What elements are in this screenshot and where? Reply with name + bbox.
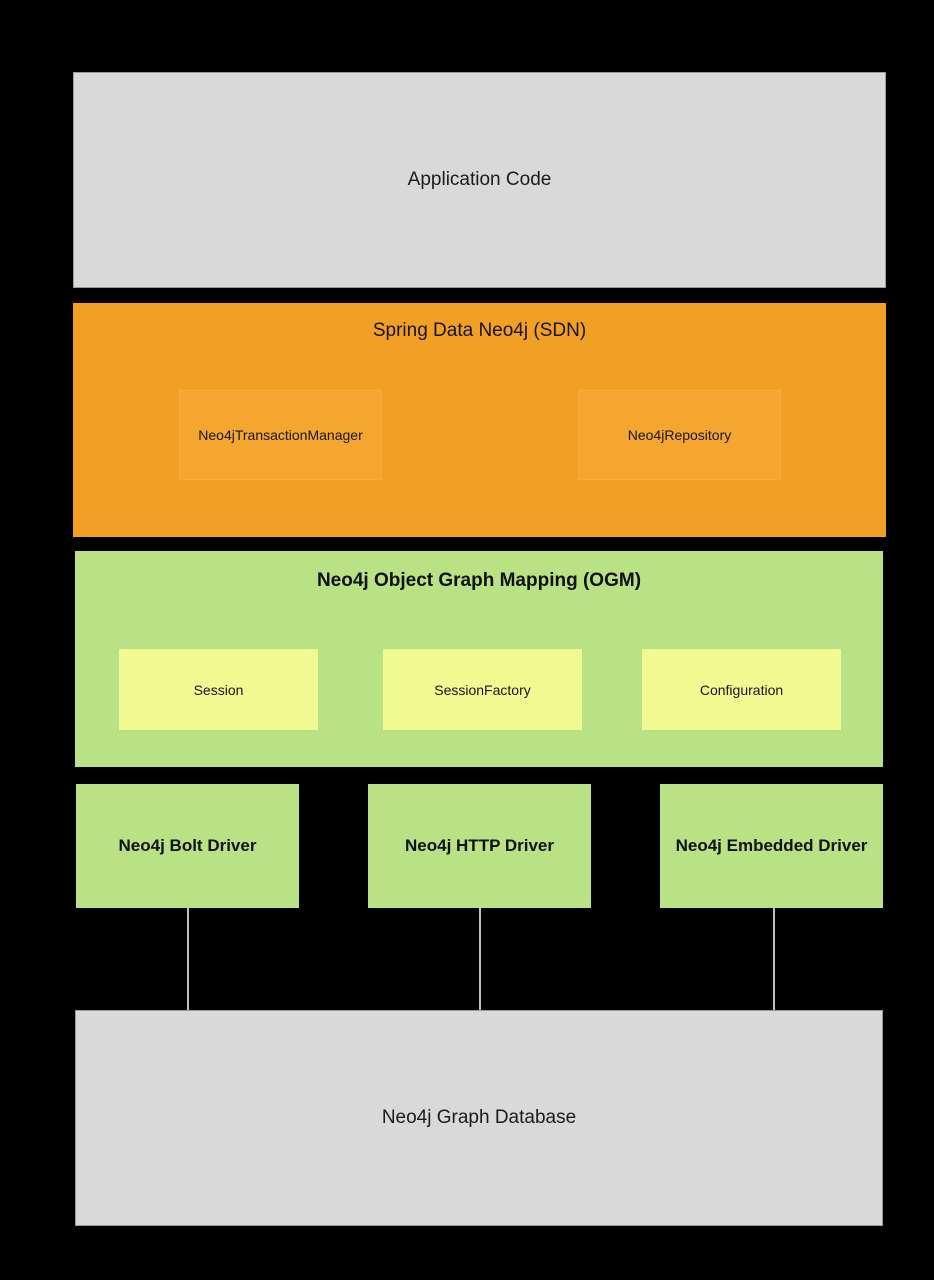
driver-box-http: Neo4j HTTP Driver (368, 784, 591, 908)
ogm-component-configuration: Configuration (642, 649, 841, 730)
connector-line-embedded-to-database (773, 908, 775, 1011)
layer-spring-data-neo4j: Spring Data Neo4j (SDN) Neo4jTransaction… (73, 303, 886, 537)
sdn-component-neo4j-transaction-manager: Neo4jTransactionManager (179, 390, 382, 480)
sdn-component-neo4j-repository: Neo4jRepository (578, 390, 781, 480)
layer-application-code: Application Code (73, 72, 886, 288)
driver-box-embedded: Neo4j Embedded Driver (660, 784, 883, 908)
connector-line-http-to-database (479, 908, 481, 1011)
ogm-component-session: Session (119, 649, 318, 730)
connector-line-bolt-to-database (187, 908, 189, 1011)
neo4j-graph-database-label: Neo4j Graph Database (381, 1107, 577, 1128)
sdn-title: Spring Data Neo4j (SDN) (372, 320, 587, 341)
layer-neo4j-graph-database: Neo4j Graph Database (75, 1010, 883, 1226)
layer-neo4j-ogm: Neo4j Object Graph Mapping (OGM) Session… (75, 551, 883, 767)
ogm-title: Neo4j Object Graph Mapping (OGM) (316, 570, 642, 591)
driver-box-bolt: Neo4j Bolt Driver (76, 784, 299, 908)
ogm-component-session-factory: SessionFactory (383, 649, 582, 730)
application-code-label: Application Code (407, 169, 552, 190)
